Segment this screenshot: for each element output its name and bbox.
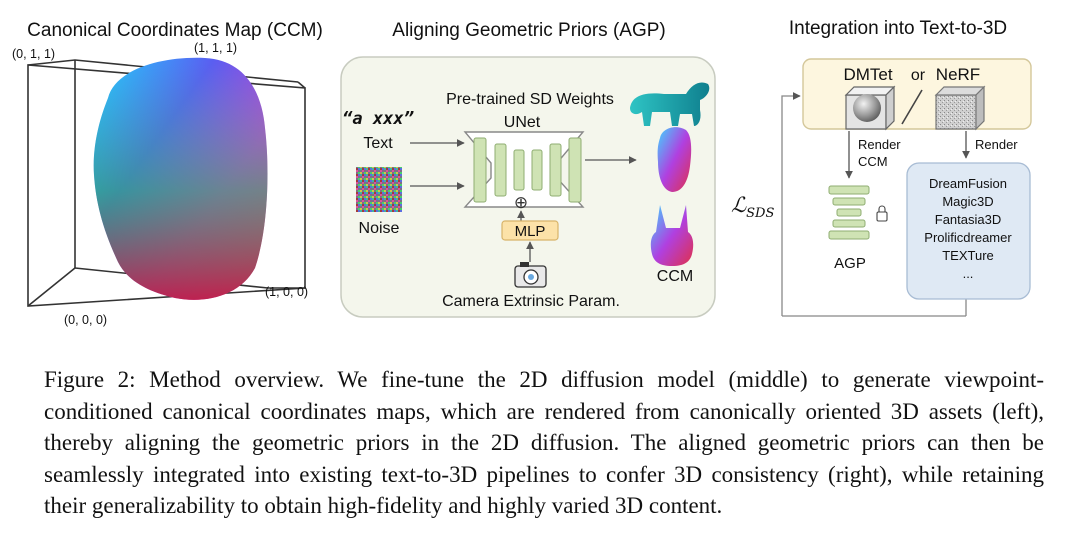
method-texture: TEXTure [942, 248, 994, 263]
corner-label-1-0-0: (1, 0, 0) [265, 285, 308, 299]
unet-blocks [473, 137, 582, 203]
figure-caption: Figure 2: Method overview. We fine-tune … [44, 367, 1044, 518]
dog-ccm-render [630, 82, 710, 126]
method-fantasia3d: Fantasia3D [935, 212, 1001, 227]
method-dreamfusion: DreamFusion [929, 176, 1007, 191]
unet-label: UNet [504, 114, 541, 131]
agp-panel: Aligning Geometric Priors (AGP) Pre-trai… [340, 20, 716, 318]
nerf-label: NeRF [936, 65, 980, 84]
lock-icon [876, 205, 888, 222]
render-label: Render [975, 137, 1018, 152]
mlp-label: MLP [515, 223, 546, 240]
slash-divider [901, 89, 923, 125]
mlp-block [501, 220, 559, 241]
method-magic3d: Magic3D [942, 194, 993, 209]
noise-label: Noise [359, 220, 400, 237]
nerf-cube-icon [934, 85, 986, 131]
method-overview-figure: Canonical Coordinates Map (CCM) (0, 1, 1… [12, 18, 1032, 327]
noise-image [356, 167, 402, 212]
ccm-head-render [93, 57, 268, 300]
ccm-panel: Canonical Coordinates Map (CCM) (0, 1, 1… [12, 20, 323, 327]
dmtet-cube-icon [844, 85, 896, 131]
dmtet-label: DMTet [843, 65, 892, 84]
method-prolificdreamer: Prolificdreamer [924, 230, 1012, 245]
integration-title: Integration into Text-to-3D [789, 18, 1007, 39]
method-ellipsis: ... [963, 266, 974, 281]
or-label: or [911, 67, 926, 84]
corner-label-0-1-1: (0, 1, 1) [12, 47, 55, 61]
camera-icon [514, 262, 547, 288]
render-ccm-label-line2: CCM [858, 154, 888, 169]
methods-box [906, 162, 1031, 300]
render-ccm-label-line1: Render [858, 137, 901, 152]
ccm-title: Canonical Coordinates Map (CCM) [27, 20, 323, 41]
add-operator: ⊕ [514, 193, 528, 212]
pretrained-weights-label: Pre-trained SD Weights [446, 91, 614, 108]
head-ccm-render [657, 127, 692, 192]
corner-label-1-1-1: (1, 1, 1) [194, 41, 237, 55]
integration-panel: Integration into Text-to-3D DMTet or NeR… [731, 18, 1032, 317]
sds-loss-label: ℒSDS [731, 193, 774, 221]
ccm-output-label: CCM [657, 268, 693, 285]
sds-feedback-line [781, 92, 801, 316]
agp-model-icon [828, 185, 870, 240]
camera-label: Camera Extrinsic Param. [442, 293, 620, 310]
corner-label-0-0-0: (0, 0, 0) [64, 313, 107, 327]
agp-block-label: AGP [834, 255, 866, 272]
text-input-label: Text [363, 135, 393, 152]
bunny-ccm-render [650, 205, 694, 266]
agp-title: Aligning Geometric Priors (AGP) [392, 20, 665, 41]
prompt-text: “a xxx” [342, 109, 414, 129]
